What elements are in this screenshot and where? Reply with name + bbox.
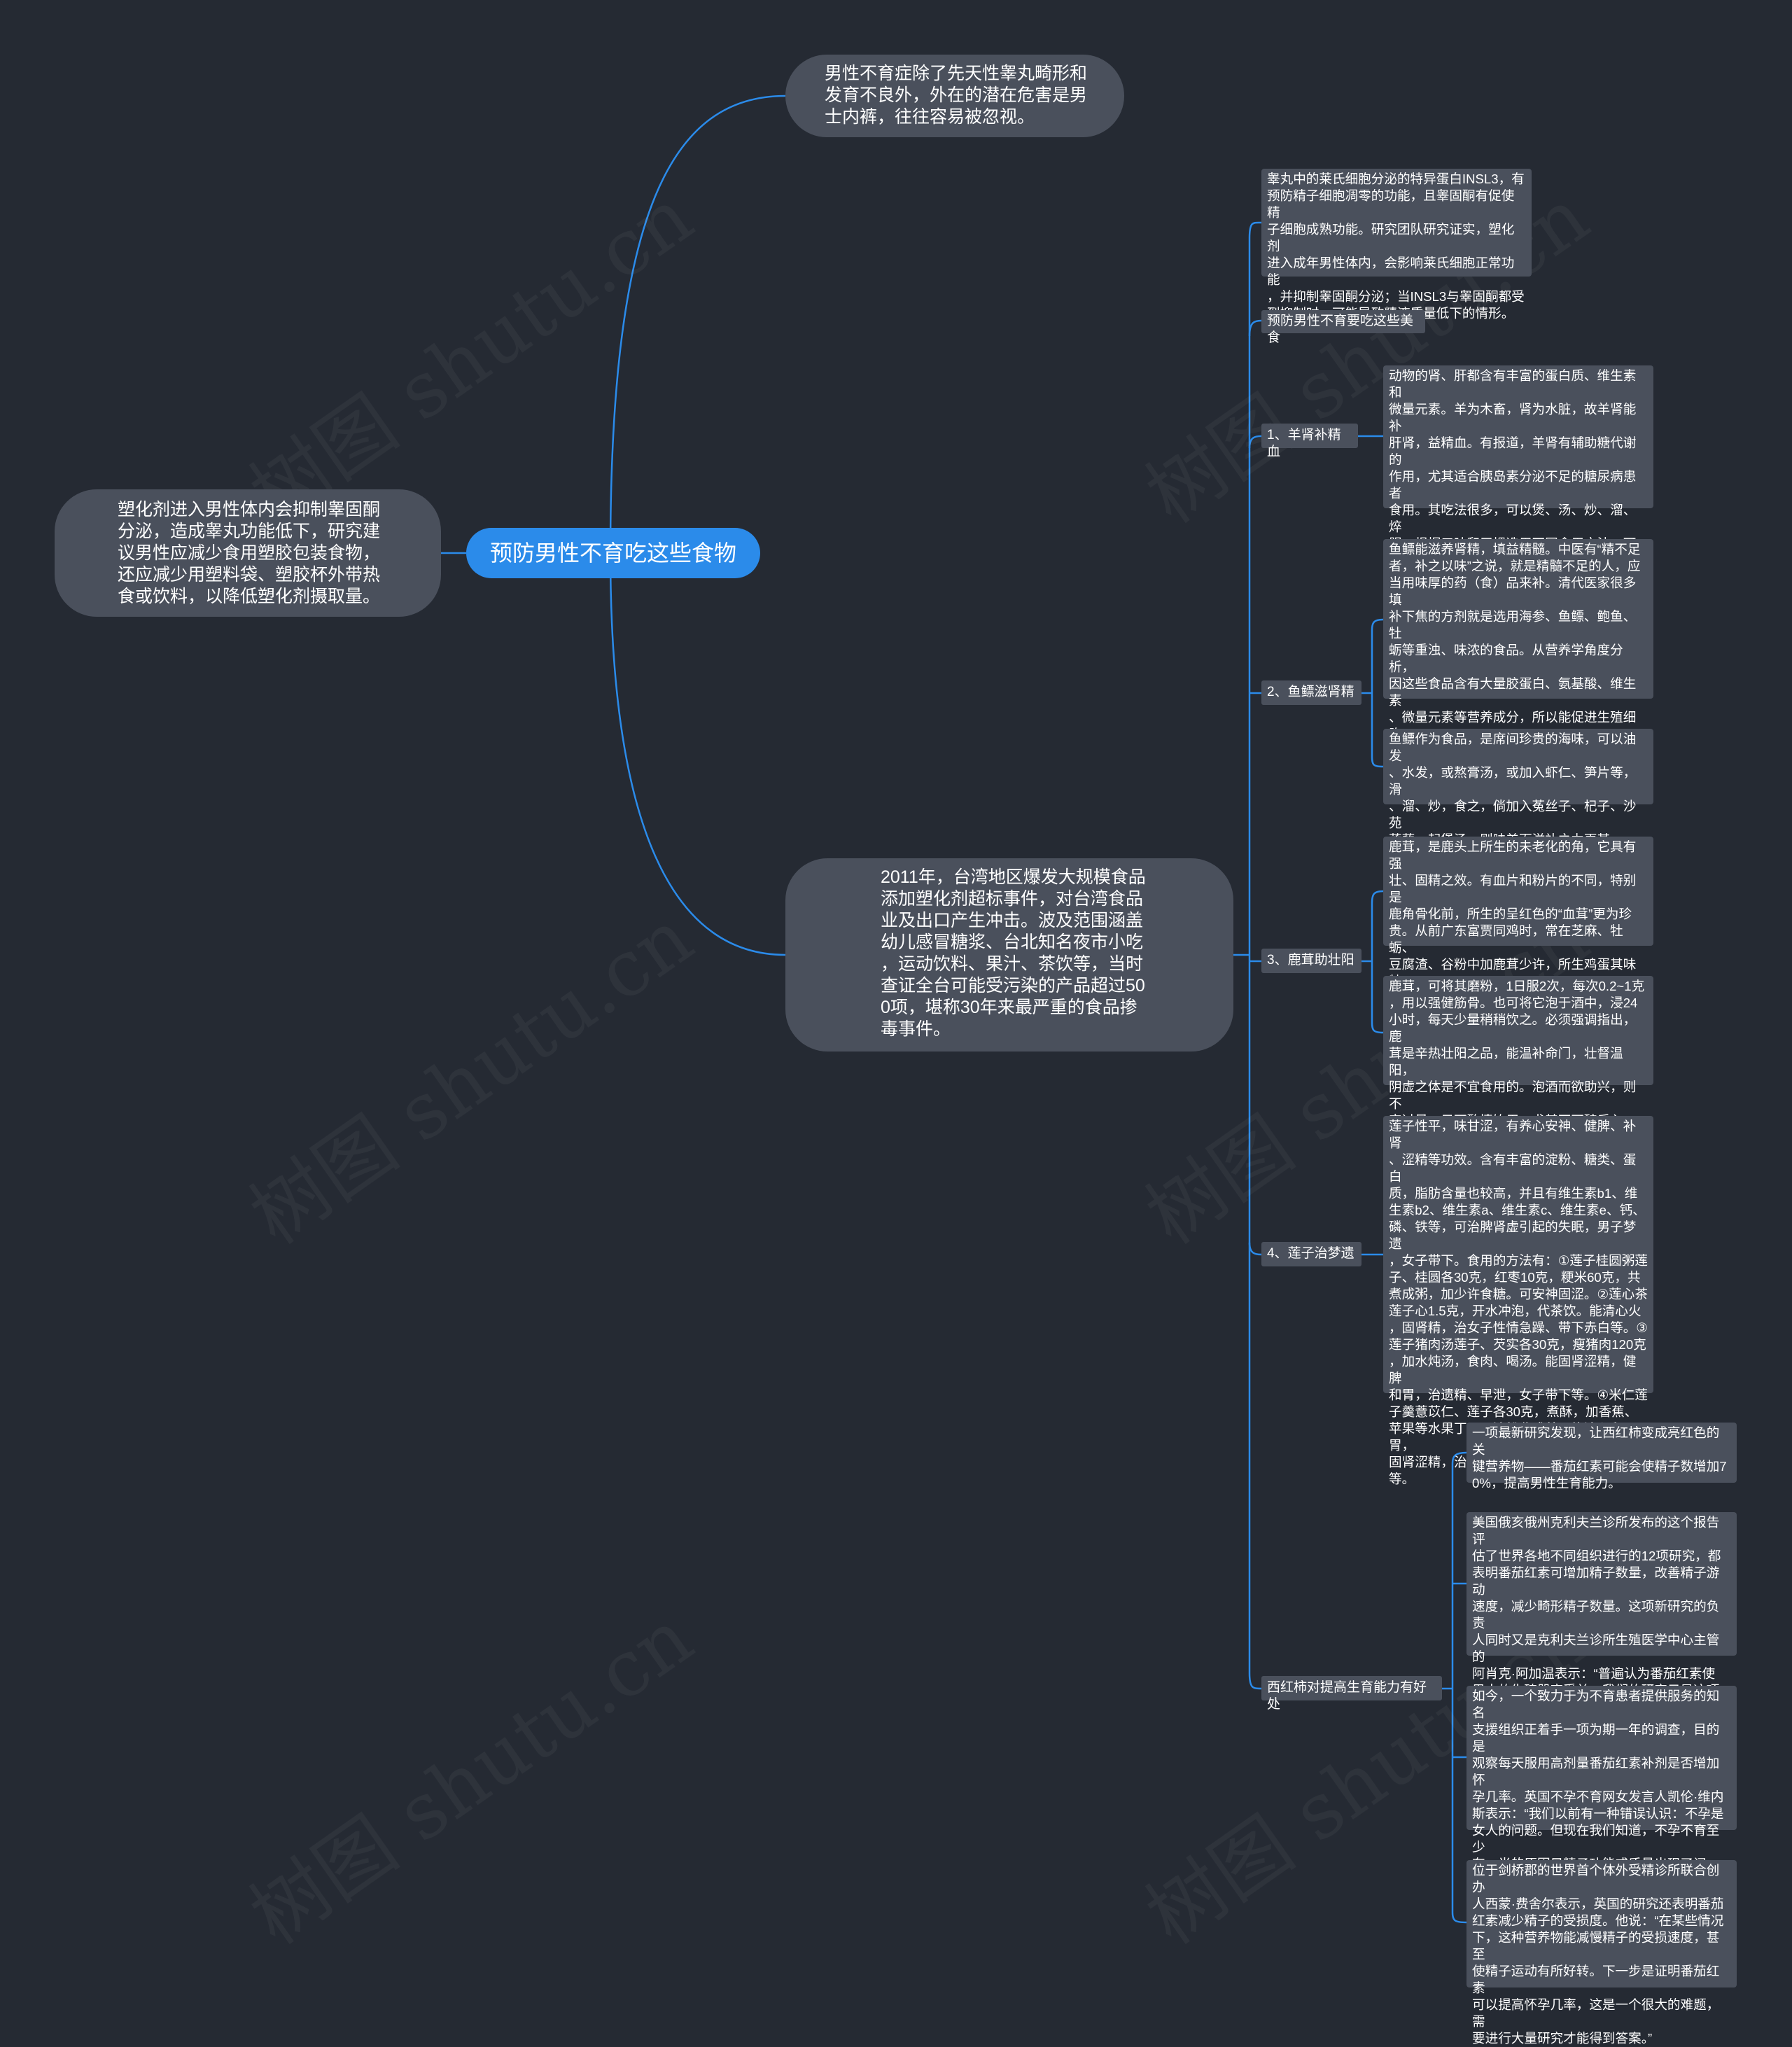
link-s2-details: [1362, 618, 1384, 768]
section-detail[interactable]: 如今，一个致力于为不育患者提供服务的知名 支援组织正着手一项为期一年的调查，目的…: [1466, 1686, 1737, 1905]
section-detail[interactable]: 位于剑桥郡的世界首个体外受精诊所联合创办 人西蒙·费舍尔表示，英国的研究还表明番…: [1466, 1860, 1737, 2046]
section-detail[interactable]: 一项最新研究发现，让西红柿变成亮红色的关 键营养物——番茄红素可能会使精子数增加…: [1466, 1423, 1737, 1490]
left-topic-plasticizer-advice[interactable]: 塑化剂进入男性体内会抑制睾固酮 分泌，造成睾丸功能低下，研究建 议男性应减少食用…: [55, 489, 441, 617]
link-s3-details: [1362, 890, 1384, 1034]
link-tomato-details: [1442, 1451, 1467, 1924]
link-spine-s4: [1248, 1242, 1262, 1256]
section-label-tomato[interactable]: 西红柿对提高生育能力有好处: [1261, 1676, 1442, 1712]
section-label-fish-maw[interactable]: 2、鱼鳔滋肾精: [1261, 680, 1362, 705]
section-label-lamb-kidney[interactable]: 1、羊肾补精血: [1261, 424, 1358, 459]
section-detail[interactable]: 莲子性平，味甘涩，有养心安神、健脾、补肾 、涩精等功效。含有丰富的淀粉、糖类、蛋…: [1383, 1116, 1653, 1486]
section-detail[interactable]: 鱼鳔能滋养肾精，填益精髓。中医有“精不足 者，补之以味”之说，就是精髓不足的人，…: [1383, 539, 1653, 792]
foods-title[interactable]: 预防男性不育要吃这些美食: [1261, 310, 1425, 345]
intro-insl3-detail[interactable]: 睾丸中的莱氏细胞分泌的特异蛋白INSL3，有 预防精子细胞凋零的功能，且睾固酮有…: [1261, 169, 1532, 321]
topic-taiwan-plasticizer-event[interactable]: 2011年，台湾地区爆发大规模食品 添加塑化剂超标事件，对台湾食品 业及出口产生…: [785, 858, 1233, 1052]
link-spine-s1: [1248, 435, 1262, 449]
section-detail[interactable]: 鱼鳔作为食品，是席间珍贵的海味，可以油发 、水发，或熬膏汤，或加入虾仁、笋片等，…: [1383, 729, 1653, 847]
link-root-top: [609, 95, 786, 554]
root-topic[interactable]: 预防男性不育吃这些食物: [466, 528, 760, 578]
section-detail[interactable]: 鹿茸，可将其磨粉，1日服2次，每次0.2~1克 ，用以强健筋骨。也可将它泡于酒中…: [1383, 976, 1653, 1145]
section-label-lotus-seed[interactable]: 4、莲子治梦遗: [1261, 1242, 1362, 1266]
section-label-deer-antler[interactable]: 3、鹿茸助壮阳: [1261, 949, 1362, 973]
topic-underwear-risk[interactable]: 男性不育症除了先天性睾丸畸形和 发育不良外，外在的潜在危害是男 士内裤，往往容易…: [785, 55, 1124, 137]
link-spine-foods-title: [1248, 319, 1262, 337]
section-detail[interactable]: 动物的肾、肝都含有丰富的蛋白质、维生素和 微量元素。羊为木畜，肾为水脏，故羊肾能…: [1383, 365, 1653, 618]
link-root-main: [609, 552, 786, 956]
section-detail[interactable]: 美国俄亥俄州克利夫兰诊所发布的这个报告评 估了世界各地不同组织进行的12项研究，…: [1466, 1512, 1737, 1731]
section-detail[interactable]: 鹿茸，是鹿头上所生的未老化的角，它具有强 壮、固精之效。有血片和粉片的不同，特别…: [1383, 837, 1653, 1005]
spine: [1248, 221, 1262, 1690]
